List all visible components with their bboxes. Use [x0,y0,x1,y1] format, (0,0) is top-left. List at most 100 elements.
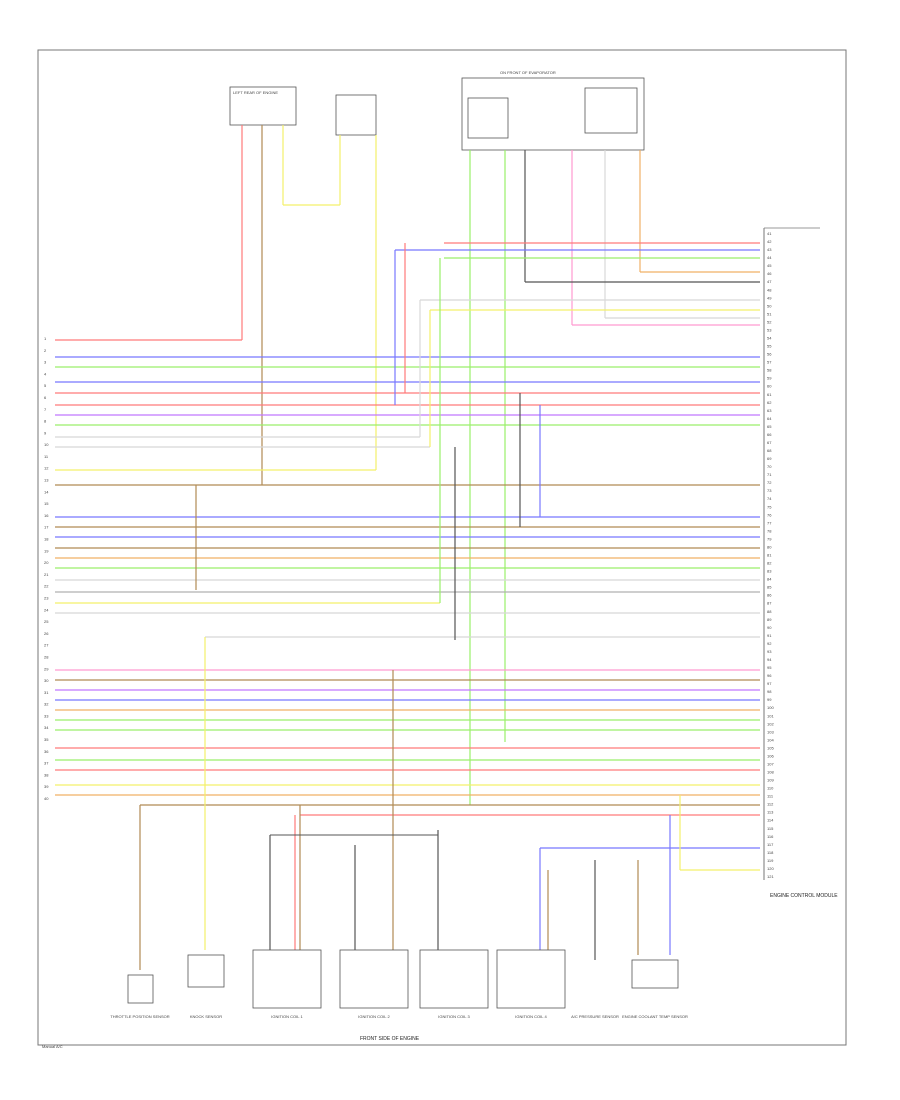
right-pin-label: 70 [767,464,772,469]
right-pin-label: 75 [767,504,772,509]
sheet-title: Manual A/C [42,1044,63,1049]
right-pin-label: 71 [767,472,772,477]
right-pin-label: 111 [767,794,774,799]
right-pin-label: 44 [767,255,772,260]
left-pin-label: 23 [44,595,49,600]
right-pin-label: 52 [767,319,772,324]
right-pin-label: 121 [767,874,774,879]
right-pin-label: 60 [767,384,772,389]
right-pin-label: 95 [767,665,772,670]
left-pin-label: 21 [44,572,49,577]
left-pin-label: 32 [44,702,49,707]
left-pin-label: 17 [44,525,49,530]
right-pin-label: 104 [767,737,774,742]
right-pin-label: 117 [767,842,774,847]
left-pin-label: 4 [44,371,47,376]
right-pin-label: 114 [767,818,774,823]
left-pin-label: 12 [44,466,49,471]
right-pin-label: 41 [767,231,772,236]
right-pin-label: 80 [767,544,772,549]
left-pin-label: 29 [44,666,49,671]
right-pin-label: 69 [767,456,772,461]
left-pin-label: 22 [44,584,49,589]
left-pin-label: 30 [44,678,49,683]
right-pin-label: 76 [767,512,772,517]
vertical-wires [139,243,681,970]
left-pin-label: 27 [44,643,49,648]
left-pin-label: 8 [44,419,47,424]
ignition-coil-4 [496,949,566,1009]
right-pin-label: 120 [767,866,774,871]
bottom-component-caption: IGNITION COIL 3 [438,1014,470,1019]
right-pin-label: 96 [767,673,772,678]
left-pin-label: 39 [44,784,49,789]
throttle-position-sensor [127,974,154,1004]
left-pin-label: 35 [44,737,49,742]
top-right-component-label: ON FRONT OF EVAPORATOR [500,70,556,75]
left-pin-label: 7 [44,407,47,412]
right-pin-label: 47 [767,279,772,284]
right-pin-label: 103 [767,729,774,734]
left-pin-label: 24 [44,607,49,612]
left-pin-label: 5 [44,383,47,388]
left-pin-label: 36 [44,749,49,754]
left-pin-label: 31 [44,690,49,695]
right-pin-label: 106 [767,753,774,758]
right-pin-label: 48 [767,287,772,292]
left-pin-label: 9 [44,430,47,435]
right-pin-label: 99 [767,697,772,702]
left-pin-label: 1 [44,336,47,341]
left-pin-label: 19 [44,548,49,553]
right-pin-label: 66 [767,432,772,437]
right-pin-label: 107 [767,761,774,766]
right-pin-label: 108 [767,770,774,775]
ignition-coil-1 [252,949,322,1009]
bottom-components [127,949,679,1009]
left-pin-label: 40 [44,796,49,801]
bottom-component-caption: KNOCK SENSOR [190,1014,222,1019]
right-pin-label: 102 [767,721,774,726]
left-pin-label: 38 [44,772,49,777]
ignition-coil-2 [339,949,409,1009]
right-pin-label: 61 [767,392,772,397]
bottom-component-caption: IGNITION COIL 2 [358,1014,390,1019]
right-pin-label: 101 [767,713,774,718]
bottom-component-caption: ENGINE COOLANT TEMP SENSOR [622,1014,688,1019]
right-pin-label: 94 [767,657,772,662]
right-pin-label: 73 [767,488,772,493]
left-pin-label: 33 [44,713,49,718]
right-pin-label: 112 [767,802,774,807]
bottom-component-caption: IGNITION COIL 1 [271,1014,303,1019]
right-pin-label: 84 [767,577,772,582]
right-pin-label: 74 [767,496,772,501]
left-pin-label: 37 [44,761,49,766]
top-left-component-label: LEFT REAR OF ENGINE [233,90,278,95]
right-pin-label: 82 [767,561,772,566]
left-pin-label: 6 [44,395,47,400]
right-pin-label: 49 [767,295,772,300]
left-pin-label: 16 [44,513,49,518]
right-pin-label: 77 [767,520,772,525]
right-pin-label: 85 [767,585,772,590]
right-pin-label: 88 [767,609,772,614]
right-pin-label: 64 [767,416,772,421]
right-pin-label: 98 [767,689,772,694]
left-pin-label: 20 [44,560,49,565]
right-pin-label: 42 [767,239,772,244]
left-pin-label: 13 [44,478,49,483]
top-small-component [283,94,377,470]
right-pin-label: 72 [767,480,772,485]
right-pin-label: 116 [767,834,774,839]
right-pin-label: 79 [767,536,772,541]
right-pin-label: 119 [767,858,774,863]
right-pin-label: 46 [767,271,772,276]
harness-wires [55,242,760,871]
left-pin-label: 10 [44,442,49,447]
knock-sensor [187,954,225,988]
left-pin-label: 15 [44,501,49,506]
right-pin-label: 87 [767,601,772,606]
left-pin-label: 14 [44,489,49,494]
right-pin-label: 50 [767,303,772,308]
ac-pressure-sensor [631,959,679,989]
bottom-component-caption: IGNITION COIL 4 [515,1014,547,1019]
